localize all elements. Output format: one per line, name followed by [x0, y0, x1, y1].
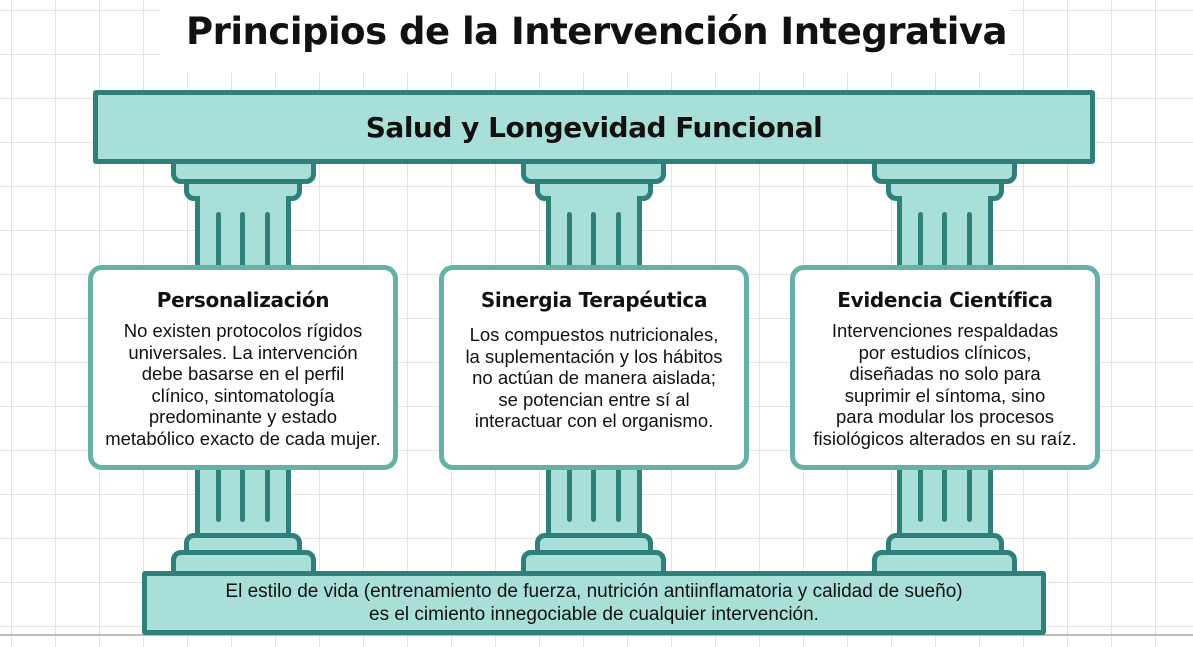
- flute: [216, 212, 221, 268]
- flute: [616, 468, 621, 522]
- card-body: Intervenciones respaldadas por estudios …: [813, 320, 1077, 449]
- flute: [591, 468, 596, 522]
- flute: [216, 468, 221, 522]
- flute: [240, 468, 245, 522]
- flute: [240, 212, 245, 268]
- foundation-band: El estilo de vida (entrenamiento de fuer…: [142, 571, 1046, 635]
- flute: [591, 212, 596, 268]
- card-title: Personalización: [156, 288, 330, 312]
- flute: [567, 468, 572, 522]
- pillar-card-evidencia: Evidencia Científica Intervenciones resp…: [790, 265, 1100, 470]
- page-title: Principios de la Intervención Integrativ…: [186, 10, 1007, 53]
- top-beam: Salud y Longevidad Funcional: [93, 90, 1095, 164]
- foundation-text: El estilo de vida (entrenamiento de fuer…: [225, 581, 963, 625]
- card-body: No existen protocolos rígidos universale…: [105, 320, 381, 449]
- flute: [265, 212, 270, 268]
- card-title: Sinergia Terapéutica: [480, 288, 708, 312]
- flute: [616, 212, 621, 268]
- card-title: Evidencia Científica: [837, 288, 1053, 312]
- flute: [567, 212, 572, 268]
- beam-label: Salud y Longevidad Funcional: [365, 110, 823, 144]
- pillar-card-sinergia: Sinergia Terapéutica Los compuestos nutr…: [439, 265, 749, 470]
- flute: [918, 212, 923, 268]
- title-background: [160, 0, 1010, 72]
- flute: [967, 468, 972, 522]
- card-body: Los compuestos nutricionales, la supleme…: [465, 324, 723, 431]
- flute: [265, 468, 270, 522]
- floor-line: [0, 634, 1193, 636]
- flute: [942, 468, 947, 522]
- pillar-card-personalizacion: Personalización No existen protocolos rí…: [88, 265, 398, 470]
- flute: [942, 212, 947, 268]
- flute: [967, 212, 972, 268]
- flute: [918, 468, 923, 522]
